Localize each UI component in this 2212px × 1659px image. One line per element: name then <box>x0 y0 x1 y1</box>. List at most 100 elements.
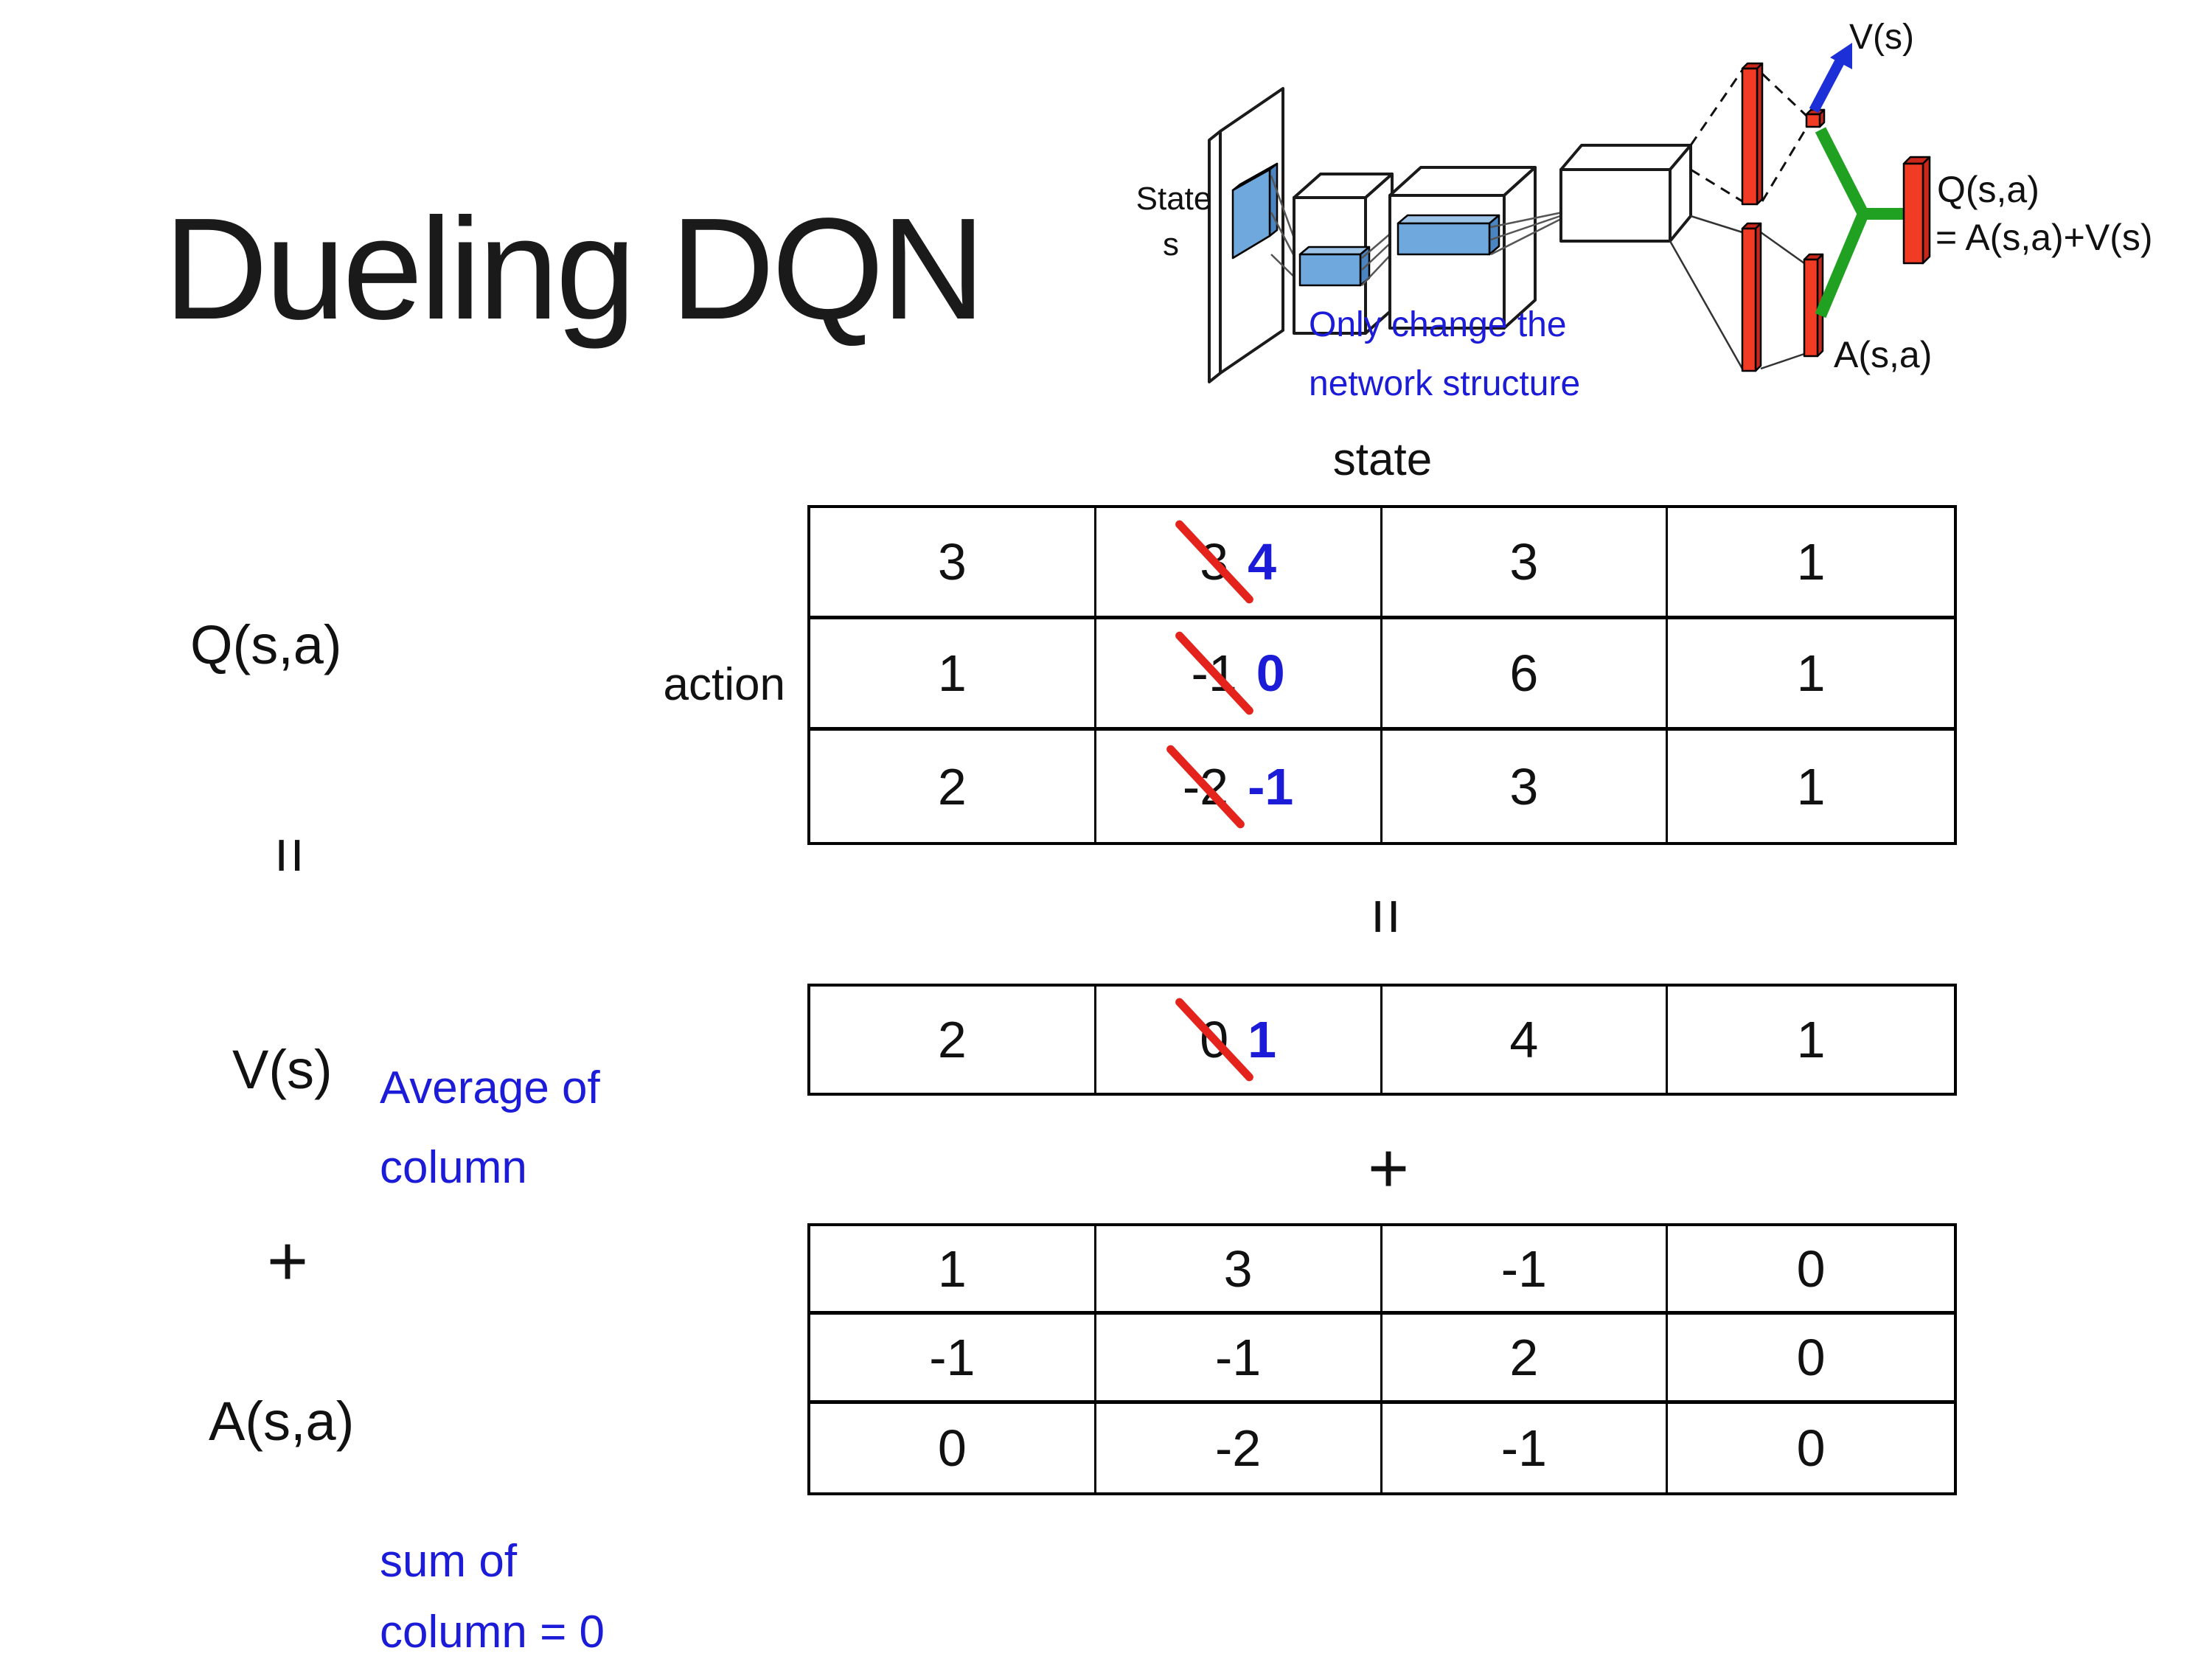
new-value: 0 <box>1256 644 1285 702</box>
q-output-label-line1: Q(s,a) <box>1937 169 2039 210</box>
value-stream-bar <box>1741 62 1764 206</box>
note-line1: Only change the <box>1309 305 1567 344</box>
matrix-cell: 2 <box>1382 1315 1669 1404</box>
matrix-cell: 0 <box>810 1403 1096 1492</box>
matrix-cell: 34 <box>1096 508 1382 619</box>
v-output-arrow <box>1809 43 1852 114</box>
v-matrix-table: 20141 <box>807 984 1957 1096</box>
equals-center: = <box>1351 897 1422 936</box>
matrix-cell: -10 <box>1096 619 1382 731</box>
cell-value: 4 <box>1509 1011 1539 1068</box>
cell-value: 3 <box>1509 757 1539 815</box>
matrix-cell: 3 <box>1096 1226 1382 1315</box>
q-output-bar <box>1902 156 1931 265</box>
matrix-cell: 01 <box>1096 987 1382 1093</box>
cell-value: 1 <box>1796 533 1826 591</box>
plus-center: + <box>1367 1129 1410 1208</box>
state-label-s: s <box>1163 226 1179 262</box>
cell-value: 1 <box>1796 1011 1826 1068</box>
sum-note-line2: column = 0 <box>380 1607 605 1658</box>
matrix-cell: 2 <box>810 987 1096 1093</box>
new-value: 1 <box>1248 1011 1277 1068</box>
page-title: Dueling DQN <box>164 188 986 349</box>
new-value: -1 <box>1248 757 1294 815</box>
crossed-out-value: 3 <box>1173 518 1255 605</box>
v-term-label: V(s) <box>232 1039 333 1100</box>
cell-value: 2 <box>937 1011 967 1068</box>
v-output-label: V(s) <box>1849 18 1914 57</box>
cell-value: 2 <box>1509 1328 1539 1386</box>
cell-value: 0 <box>937 1419 967 1477</box>
cell-value: 1 <box>937 644 967 702</box>
stream-connections <box>1669 69 1809 370</box>
plus-left: + <box>266 1222 309 1301</box>
cell-value: -1 <box>1500 1419 1547 1477</box>
matrix-cell: 1 <box>810 619 1096 731</box>
sum-note-line1: sum of <box>380 1536 518 1587</box>
red-strike-icon <box>1173 630 1255 717</box>
cell-value: 3 <box>1223 1239 1253 1298</box>
matrix-cell: 3 <box>1382 731 1669 842</box>
matrix-cell: 1 <box>1668 731 1954 842</box>
matrix-cell: -2 <box>1096 1403 1382 1492</box>
new-value: 4 <box>1248 533 1277 591</box>
advantage-stream-bar <box>1741 222 1762 372</box>
cell-value: -1 <box>929 1328 975 1386</box>
q-term-label: Q(s,a) <box>190 614 342 675</box>
feature-bar-2 <box>1397 214 1500 256</box>
sum-junction <box>1815 127 1905 319</box>
action-axis-label: action <box>663 659 785 710</box>
cell-value: 0 <box>1796 1239 1826 1298</box>
a-matrix-table: 1 3 -1 0 -1 -1 2 0 0 -2 -1 0 <box>807 1223 1957 1495</box>
note-line2: network structure <box>1309 364 1580 403</box>
red-strike-icon <box>1173 996 1255 1083</box>
matrix-cell: 0 <box>1668 1315 1954 1404</box>
matrix-cell: 2 <box>810 731 1096 842</box>
red-strike-icon <box>1164 742 1247 830</box>
average-note-line1: Average of <box>380 1062 600 1113</box>
matrix-cell: 1 <box>1668 987 1954 1093</box>
equals-left: = <box>254 836 326 874</box>
cell-value: 1 <box>937 1239 967 1298</box>
crossed-out-value: 0 <box>1173 996 1255 1083</box>
matrix-cell: -1 <box>1096 1315 1382 1404</box>
value-scalar-box <box>1805 108 1826 128</box>
matrix-cell: 3 <box>1382 508 1669 619</box>
cell-value: -1 <box>1215 1328 1262 1386</box>
matrix-cell: -1 <box>1382 1226 1669 1315</box>
fc-box <box>1559 144 1692 243</box>
q-output-label-line2: = A(s,a)+V(s) <box>1935 217 2153 258</box>
conv-filter-icon <box>1231 162 1279 260</box>
cell-value: -1 <box>1500 1239 1547 1298</box>
matrix-cell: 4 <box>1382 987 1669 1093</box>
matrix-cell: -1 <box>810 1315 1096 1404</box>
cell-value: 0 <box>1796 1328 1826 1386</box>
matrix-cell: -1 <box>1382 1403 1669 1492</box>
matrix-cell: -2-1 <box>1096 731 1382 842</box>
matrix-cell: 6 <box>1382 619 1669 731</box>
matrix-cell: 0 <box>1668 1404 1954 1492</box>
feature-bar-1 <box>1298 246 1371 287</box>
matrix-cell: 1 <box>1668 619 1954 731</box>
average-note-line2: column <box>380 1142 527 1193</box>
state-label: State <box>1136 181 1212 217</box>
matrix-cell: 1 <box>810 1226 1096 1315</box>
cell-value: 1 <box>1796 644 1826 702</box>
cell-value: 2 <box>937 757 967 815</box>
cell-value: -2 <box>1215 1419 1262 1477</box>
state-axis-label: state <box>1332 434 1433 485</box>
matrix-cell: 0 <box>1668 1226 1954 1315</box>
a-term-label: A(s,a) <box>209 1391 355 1452</box>
crossed-out-value: -2 <box>1164 742 1247 830</box>
fan-lines-3 <box>1490 211 1563 256</box>
crossed-out-value: -1 <box>1173 630 1255 717</box>
cell-value: 0 <box>1796 1419 1826 1477</box>
matrix-cell: 1 <box>1668 508 1954 619</box>
a-output-label: A(s,a) <box>1834 334 1932 375</box>
cell-value: 6 <box>1509 644 1539 702</box>
cell-value: 3 <box>1509 533 1539 591</box>
dueling-network-diagram: State s V(s) Q(s,a) = A(s,a)+V(s) A(s,a)… <box>1136 18 2153 403</box>
cell-value: 3 <box>937 533 967 591</box>
